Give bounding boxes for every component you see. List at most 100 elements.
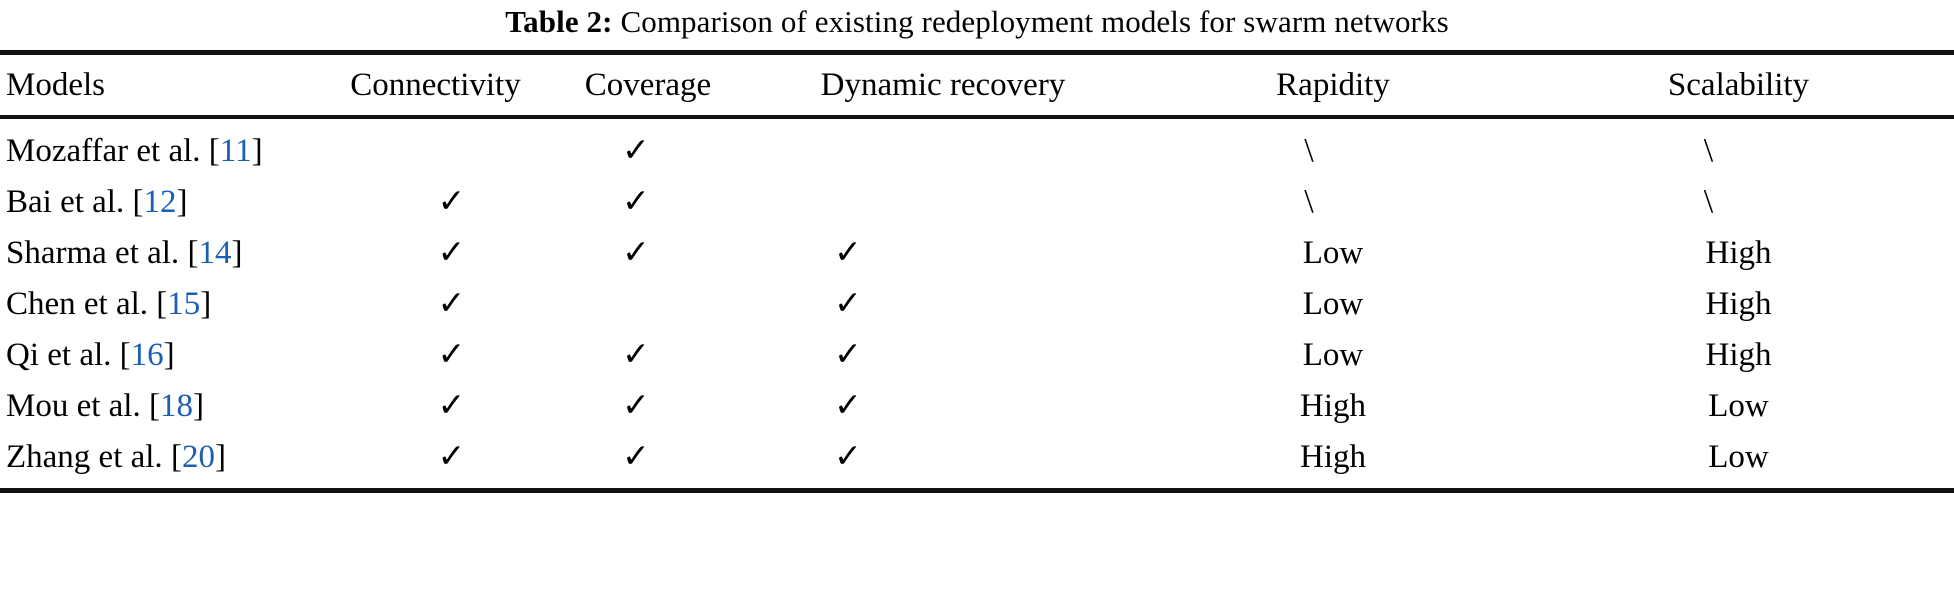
cell-value: High bbox=[1705, 337, 1772, 373]
cell-value: Low bbox=[1708, 388, 1769, 424]
slash-icon: \ bbox=[1703, 132, 1714, 169]
coverage-check-icon: ✓ bbox=[553, 176, 743, 227]
cell-scalability: Low bbox=[1523, 431, 1954, 482]
connectivity-check-icon: ✓ bbox=[318, 278, 553, 329]
citation-bracket-close: ] bbox=[192, 388, 204, 424]
citation-bracket-close: ] bbox=[214, 439, 226, 475]
coverage-empty-cell bbox=[553, 278, 743, 329]
check-icon: ✓ bbox=[622, 181, 650, 220]
dynamic-recovery-empty-cell bbox=[743, 125, 1143, 176]
column-header-connectivity: Connectivity bbox=[350, 67, 521, 103]
slash-icon: \ bbox=[1304, 183, 1314, 220]
check-icon: ✓ bbox=[834, 436, 862, 475]
model-name-cell: Chen et al. [15] bbox=[0, 278, 318, 329]
check-icon: ✓ bbox=[437, 232, 466, 271]
model-name: Qi et al. bbox=[6, 337, 112, 373]
check-icon: ✓ bbox=[622, 130, 650, 169]
cell-scalability: High bbox=[1523, 278, 1954, 329]
table-row: Zhang et al. [20] ✓ ✓ ✓ High Low bbox=[0, 431, 1954, 482]
model-name: Zhang et al. bbox=[6, 439, 163, 475]
cell-value: High bbox=[1300, 439, 1366, 475]
connectivity-check-icon: ✓ bbox=[318, 329, 553, 380]
connectivity-empty-cell bbox=[318, 125, 553, 176]
comparison-table: Models Connectivity Coverage Dynamic rec… bbox=[0, 55, 1954, 115]
check-icon: ✓ bbox=[437, 385, 466, 424]
cell-rapidity: Low bbox=[1143, 329, 1523, 380]
slash-icon: \ bbox=[1703, 183, 1714, 220]
coverage-check-icon: ✓ bbox=[553, 227, 743, 278]
column-header-dynamic-recovery: Dynamic recovery bbox=[820, 67, 1066, 103]
citation-bracket-open: [ bbox=[156, 286, 168, 322]
connectivity-check-icon: ✓ bbox=[318, 431, 553, 482]
citation-link[interactable]: 14 bbox=[198, 235, 232, 271]
scalability-slash-icon: \ bbox=[1523, 176, 1954, 227]
scalability-slash-icon: \ bbox=[1523, 125, 1954, 176]
citation-link[interactable]: 18 bbox=[159, 388, 193, 424]
model-name: Sharma et al. bbox=[6, 235, 180, 271]
column-header-rapidity: Rapidity bbox=[1276, 67, 1390, 103]
check-icon: ✓ bbox=[622, 334, 650, 373]
table-header: Models Connectivity Coverage Dynamic rec… bbox=[0, 55, 1954, 115]
check-icon: ✓ bbox=[834, 334, 862, 373]
check-icon: ✓ bbox=[622, 436, 650, 475]
check-icon: ✓ bbox=[834, 232, 862, 271]
check-icon: ✓ bbox=[437, 436, 466, 475]
table-figure: Table 2: Comparison of existing redeploy… bbox=[0, 0, 1954, 493]
citation-link[interactable]: 20 bbox=[181, 439, 215, 475]
citation-link[interactable]: 16 bbox=[130, 337, 164, 373]
cell-value: Low bbox=[1302, 286, 1364, 322]
check-icon: ✓ bbox=[437, 334, 466, 373]
cell-rapidity: High bbox=[1143, 431, 1523, 482]
citation-bracket-close: ] bbox=[231, 235, 243, 271]
table-row: Bai et al. [12] ✓ ✓ \ \ bbox=[0, 176, 1954, 227]
table-header-rule bbox=[0, 115, 1954, 119]
table-caption: Table 2: Comparison of existing redeploy… bbox=[0, 0, 1954, 50]
check-icon: ✓ bbox=[622, 232, 650, 271]
citation-bracket-open: [ bbox=[148, 388, 160, 424]
rapidity-slash-icon: \ bbox=[1143, 125, 1523, 176]
rapidity-slash-icon: \ bbox=[1143, 176, 1523, 227]
model-name: Bai et al. bbox=[6, 184, 125, 220]
table-row: Mou et al. [18] ✓ ✓ ✓ High Low bbox=[0, 380, 1954, 431]
coverage-check-icon: ✓ bbox=[553, 380, 743, 431]
citation-bracket-open: [ bbox=[170, 439, 182, 475]
cell-rapidity: Low bbox=[1143, 227, 1523, 278]
cell-value: Low bbox=[1302, 235, 1364, 271]
citation-link[interactable]: 15 bbox=[167, 286, 201, 322]
check-icon: ✓ bbox=[834, 385, 862, 424]
citation-bracket-close: ] bbox=[200, 286, 212, 322]
model-name-cell: Qi et al. [16] bbox=[0, 329, 318, 380]
connectivity-check-icon: ✓ bbox=[318, 227, 553, 278]
dynamic-recovery-check-icon: ✓ bbox=[743, 431, 1143, 482]
connectivity-check-icon: ✓ bbox=[318, 176, 553, 227]
connectivity-check-icon: ✓ bbox=[318, 380, 553, 431]
slash-icon: \ bbox=[1304, 132, 1314, 169]
model-name-cell: Mou et al. [18] bbox=[0, 380, 318, 431]
citation-bracket-close: ] bbox=[251, 133, 263, 169]
model-name: Mozaffar et al. bbox=[6, 133, 201, 169]
column-header-models: Models bbox=[6, 67, 105, 103]
cell-value: Low bbox=[1708, 439, 1769, 475]
coverage-check-icon: ✓ bbox=[553, 329, 743, 380]
citation-bracket-close: ] bbox=[176, 184, 188, 220]
comparison-table-body: Mozaffar et al. [11]✓\\Bai et al. [12]✓✓… bbox=[0, 125, 1954, 482]
check-icon: ✓ bbox=[622, 385, 650, 424]
cell-value: Low bbox=[1302, 337, 1364, 373]
caption-label: Table 2: bbox=[505, 4, 613, 39]
coverage-check-icon: ✓ bbox=[553, 431, 743, 482]
coverage-check-icon: ✓ bbox=[553, 125, 743, 176]
dynamic-recovery-check-icon: ✓ bbox=[743, 329, 1143, 380]
citation-bracket-open: [ bbox=[208, 133, 220, 169]
table-bottom-rule bbox=[0, 488, 1954, 493]
cell-value: High bbox=[1705, 235, 1772, 271]
model-name-cell: Mozaffar et al. [11] bbox=[0, 125, 318, 176]
model-name-cell: Bai et al. [12] bbox=[0, 176, 318, 227]
citation-bracket-open: [ bbox=[132, 184, 144, 220]
citation-link[interactable]: 11 bbox=[219, 133, 252, 169]
citation-link[interactable]: 12 bbox=[143, 184, 177, 220]
table-top-rule bbox=[0, 50, 1954, 55]
cell-value: High bbox=[1300, 388, 1366, 424]
check-icon: ✓ bbox=[437, 181, 466, 220]
dynamic-recovery-check-icon: ✓ bbox=[743, 380, 1143, 431]
